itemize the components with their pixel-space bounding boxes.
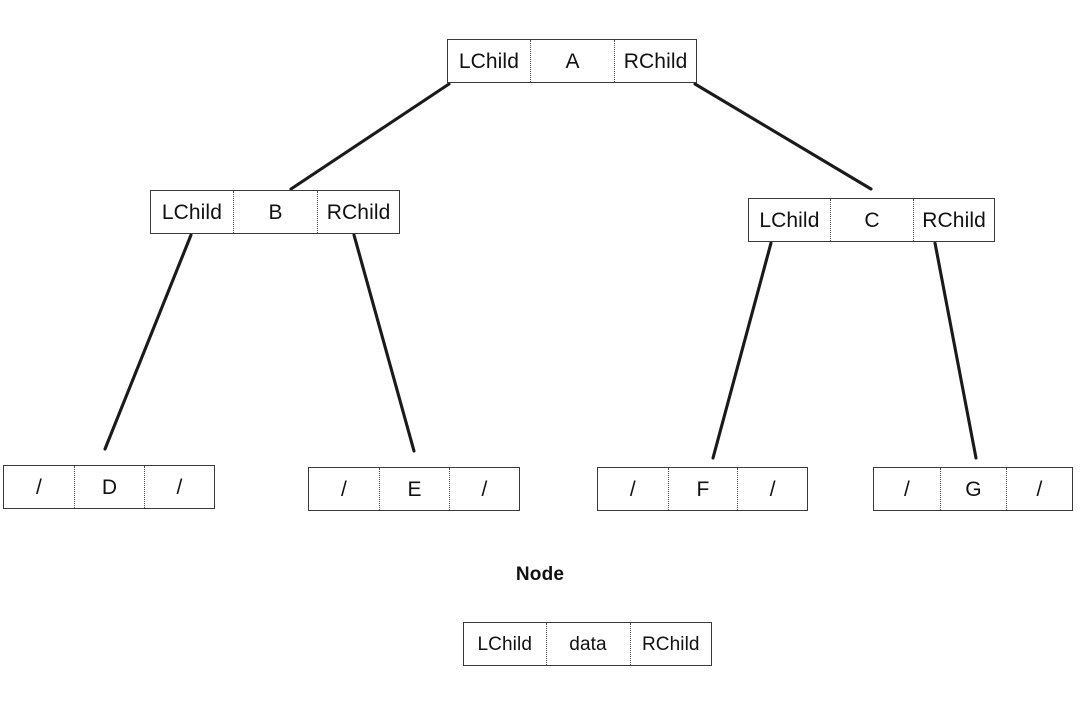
node-c[interactable]: LChild C RChild	[748, 198, 995, 242]
edge-a-to-b	[289, 82, 451, 191]
node-b-data-cell: B	[232, 191, 317, 233]
node-g[interactable]: / G /	[873, 467, 1073, 511]
edge-b-to-e	[352, 233, 416, 453]
node-b-lchild-cell: LChild	[161, 200, 222, 224]
node-f-lchild-cell: /	[629, 477, 636, 501]
node-d-lchild-cell: /	[36, 475, 42, 499]
legend-title: Node	[515, 564, 565, 585]
node-a-lchild-cell: LChild	[458, 49, 519, 73]
node-a-rchild-cell: RChild	[614, 40, 696, 82]
edge-c-to-f	[711, 241, 773, 460]
node-a-data-cell: A	[529, 40, 614, 82]
node-d[interactable]: / D /	[3, 465, 215, 509]
edge-a-to-c	[693, 82, 873, 191]
node-f-rchild-cell: /	[737, 468, 807, 510]
legend-node-box: LChild data RChild	[463, 622, 712, 666]
node-g-data-cell: G	[940, 468, 1006, 510]
node-b[interactable]: LChild B RChild	[150, 190, 400, 234]
node-d-data-cell: D	[74, 466, 144, 508]
node-c-lchild-cell: LChild	[759, 208, 820, 232]
node-e-data-cell: E	[379, 468, 449, 510]
node-c-data-cell: C	[829, 199, 913, 241]
node-e-lchild-cell: /	[341, 477, 347, 501]
edge-b-to-d	[103, 233, 193, 451]
node-e-rchild-cell: /	[449, 468, 519, 510]
legend-data-cell: data	[545, 623, 630, 665]
edge-c-to-g	[933, 241, 978, 460]
node-g-rchild-cell: /	[1006, 468, 1072, 510]
node-f-data-cell: F	[667, 468, 738, 510]
node-f[interactable]: / F /	[597, 467, 808, 511]
node-c-rchild-cell: RChild	[913, 199, 994, 241]
node-b-rchild-cell: RChild	[317, 191, 399, 233]
node-d-rchild-cell: /	[144, 466, 214, 508]
node-e[interactable]: / E /	[308, 467, 520, 511]
node-a[interactable]: LChild A RChild	[447, 39, 697, 83]
legend-rchild-cell: RChild	[629, 623, 712, 665]
legend-lchild-cell: LChild	[477, 633, 532, 655]
node-g-lchild-cell: /	[904, 477, 910, 501]
